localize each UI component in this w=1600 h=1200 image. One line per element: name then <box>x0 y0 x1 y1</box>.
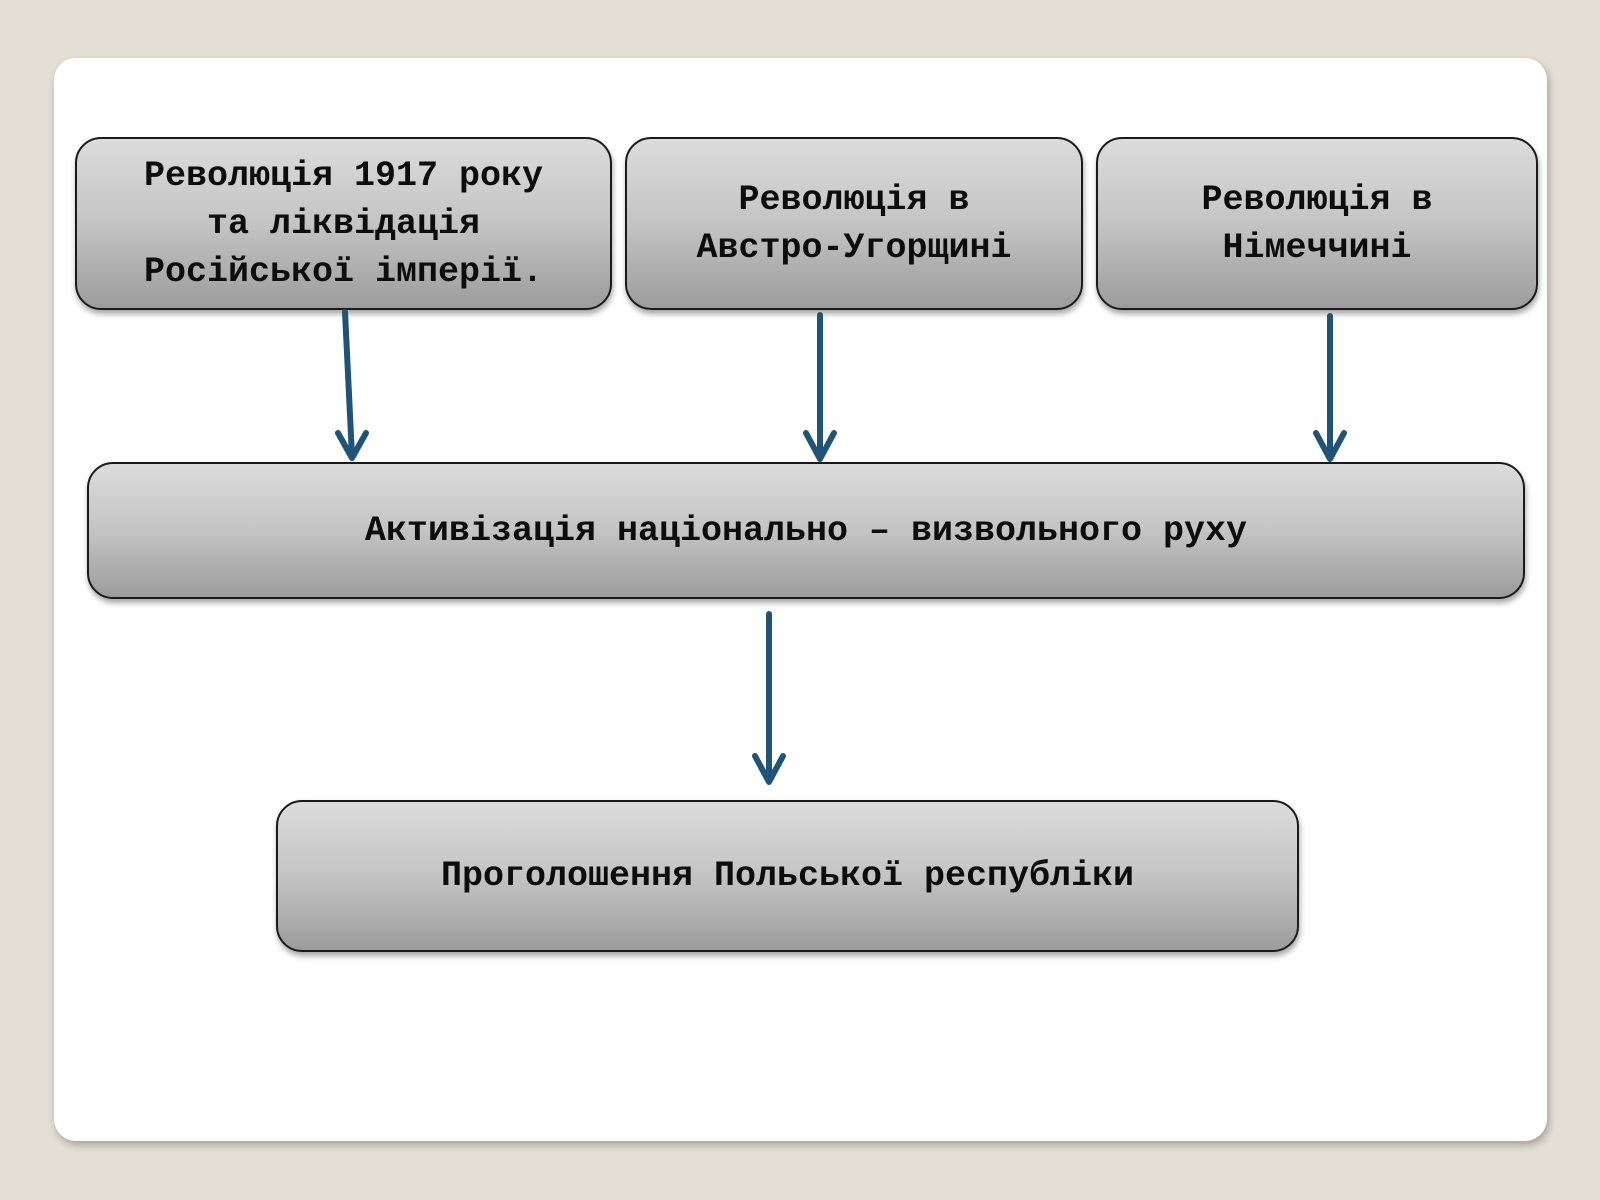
node-russia-revolution-label: Революція 1917 року та ліквідація Російс… <box>143 155 544 292</box>
node-poland-proclamation-label: Проголошення Польської республіки <box>440 856 1135 896</box>
node-russia-revolution: Революція 1917 року та ліквідація Російс… <box>75 137 612 310</box>
node-poland-proclamation: Проголошення Польської республіки <box>276 800 1299 952</box>
node-national-movement-label: Активізація національно – визвольного ру… <box>364 510 1248 551</box>
node-germany-revolution-label: Революція в Німеччині <box>1201 179 1433 268</box>
node-national-movement: Активізація національно – визвольного ру… <box>87 462 1525 599</box>
node-germany-revolution: Революція в Німеччині <box>1096 137 1538 310</box>
node-austria-revolution-label: Революція в Австро-Угорщині <box>696 179 1012 268</box>
node-austria-revolution: Революція в Австро-Угорщині <box>625 137 1083 310</box>
